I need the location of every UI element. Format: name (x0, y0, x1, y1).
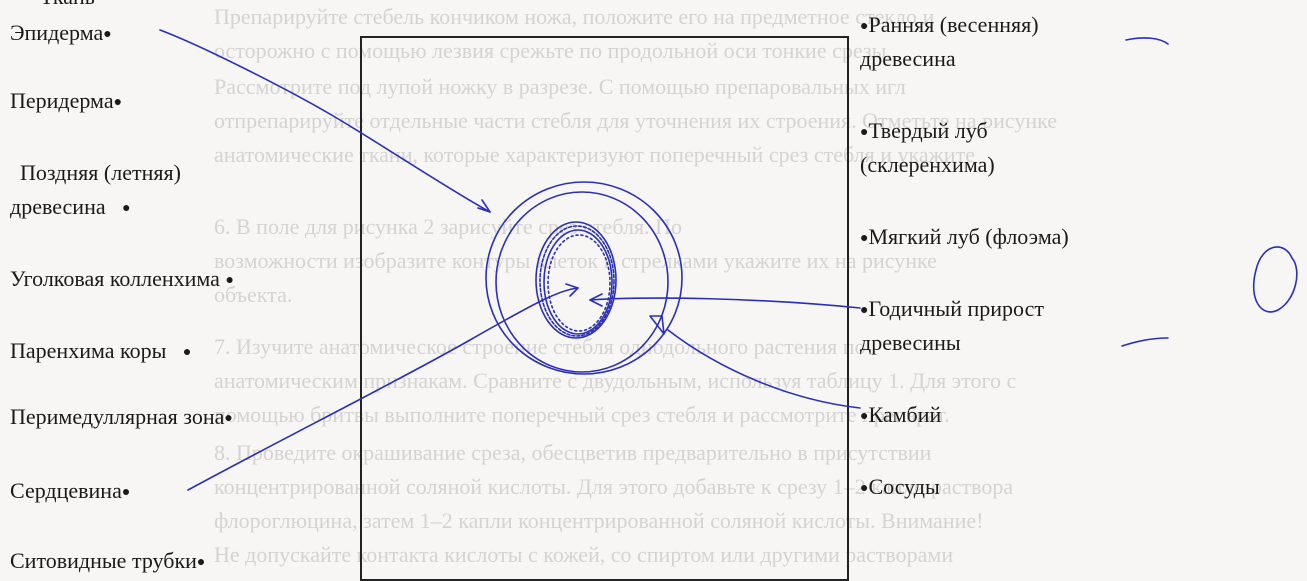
bullet-dot: ● (860, 124, 869, 140)
bullet-dot: ● (860, 302, 869, 318)
label-late-wood-2: древесина ● (10, 192, 131, 224)
label-early-wood-1: ●Ранняя (весенняя) (860, 10, 1039, 42)
label-text: Твердый луб (868, 118, 988, 143)
label-text: Паренхима коры (10, 338, 167, 363)
label-text: Перидерма (10, 88, 114, 113)
label-cortex-parenchyma: Паренхима коры ● (10, 336, 191, 368)
label-vessels: ●Сосуды (860, 472, 940, 504)
label-perimedullary-zone: Перимедуллярная зона● (10, 402, 233, 434)
label-text: Мягкий луб (флоэма) (868, 224, 1069, 249)
label-sclerenchyma-1: ●Твердый луб (860, 116, 988, 148)
bullet-dot: ● (860, 18, 869, 34)
label-text: Годичный прирост (868, 296, 1044, 321)
label-cambium: ●Камбий (860, 400, 941, 432)
zero-mark (1252, 246, 1298, 313)
label-late-wood-1: Поздняя (летняя) (20, 160, 181, 185)
label-sieve-tubes: Ситовидные трубки● (10, 546, 205, 578)
label-text: Сосуды (868, 474, 940, 499)
bullet-dot: ● (860, 230, 869, 246)
bg-line: Препарируйте стебель кончиком ножа, поло… (214, 4, 935, 29)
label-text: Ситовидные трубки (10, 548, 197, 573)
bullet-dot: ● (103, 26, 112, 42)
label-text: древесина (10, 194, 106, 219)
bg-line: флороглюцина, затем 1–2 капли концентрир… (214, 508, 984, 533)
label-text: Сердцевина (10, 478, 122, 503)
label-annual-growth-1: ●Годичный прирост (860, 294, 1044, 326)
label-epidermis: Эпидерма● (10, 18, 112, 50)
label-early-wood-2: древесина (860, 46, 956, 71)
bullet-dot: ● (224, 410, 233, 426)
label-angular-collenchyma: Уголковая колленхима ● (10, 264, 234, 296)
label-periderm: Перидерма● (10, 86, 122, 118)
bullet-dot: ● (182, 344, 192, 360)
figure-frame (360, 36, 849, 581)
label-annual-growth-2: древесины (860, 330, 961, 355)
bullet-dot: ● (860, 408, 869, 424)
label-sclerenchyma-2: (склеренхима) (860, 152, 995, 177)
bg-line: Не допускайте контакта кислоты с кожей, … (214, 542, 954, 567)
label-phloem: ●Мягкий луб (флоэма) (860, 222, 1069, 254)
label-text: Камбий (868, 402, 942, 427)
label-text: Ранняя (весенняя) (868, 12, 1039, 37)
label-text: Эпидерма (10, 20, 104, 45)
label-text: Перимедуллярная зона (10, 404, 225, 429)
bullet-dot: ● (196, 554, 206, 570)
bullet-dot: ● (122, 200, 131, 216)
top-partial-text: Ткань (40, 0, 95, 12)
bullet-dot: ● (225, 272, 234, 288)
bullet-dot: ● (113, 94, 123, 110)
bullet-dot: ● (121, 484, 131, 500)
bullet-dot: ● (860, 480, 869, 496)
label-text: Уголковая колленхима (10, 266, 220, 291)
label-pith: Сердцевина● (10, 476, 130, 508)
